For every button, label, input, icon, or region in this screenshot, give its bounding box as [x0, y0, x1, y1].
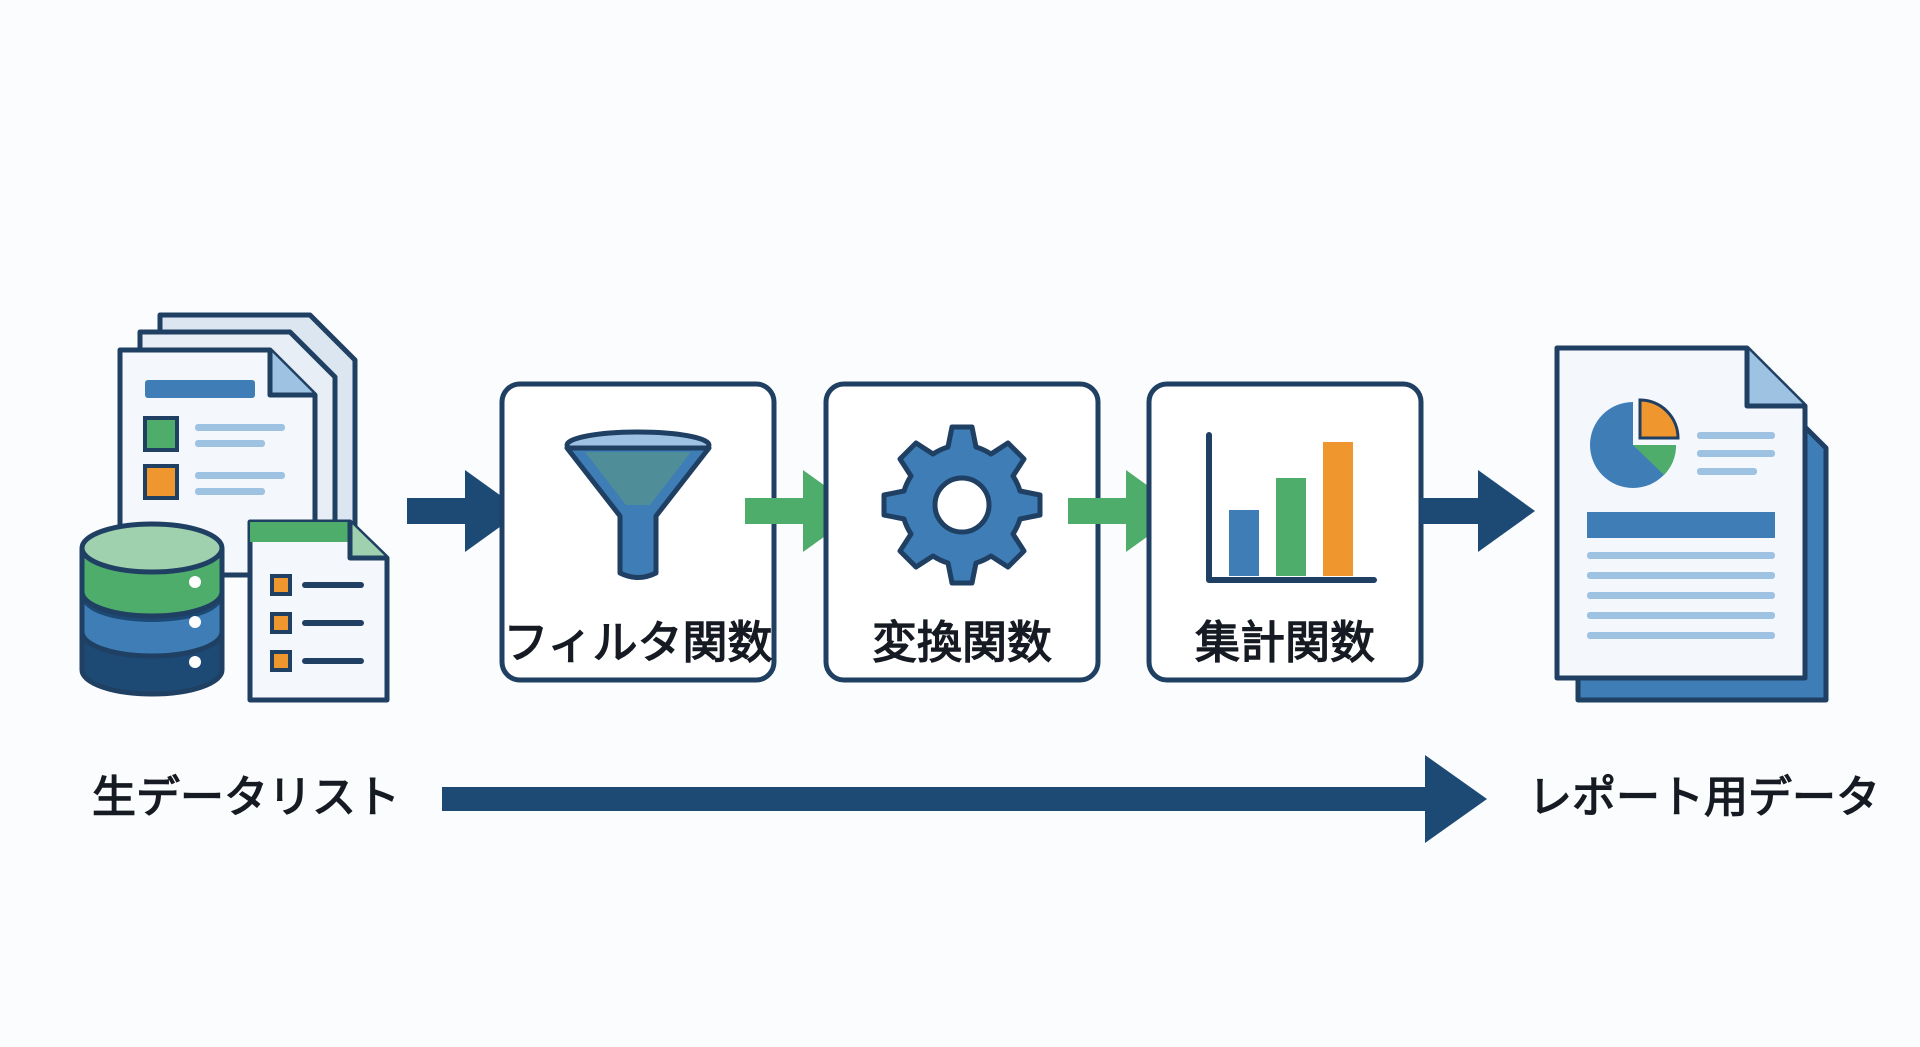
- database-icon: [79, 521, 225, 697]
- output-label: レポート用データ: [1528, 772, 1880, 823]
- bar-chart-icon: [1206, 432, 1377, 583]
- checklist-icon: [247, 519, 390, 703]
- step-filter-label: フィルタ関数: [503, 616, 772, 669]
- step-aggregate-box: 集計関数: [1146, 381, 1424, 683]
- arrow-aggregate-to-output: [1420, 470, 1535, 552]
- raw-data-icon-group: [79, 312, 390, 703]
- gear-icon: [881, 424, 1043, 586]
- pie-chart-icon: [1590, 398, 1680, 488]
- overall-flow-arrow: [442, 755, 1487, 843]
- step-aggregate-label: 集計関数: [1194, 616, 1375, 669]
- report-document-icon: [1554, 345, 1829, 703]
- source-label: 生データリスト: [92, 772, 400, 823]
- funnel-icon: [564, 429, 712, 580]
- arrow-source-to-filter: [407, 470, 522, 552]
- step-transform-box: 変換関数: [823, 381, 1101, 683]
- step-transform-label: 変換関数: [872, 616, 1052, 669]
- step-filter-box: フィルタ関数: [499, 381, 777, 683]
